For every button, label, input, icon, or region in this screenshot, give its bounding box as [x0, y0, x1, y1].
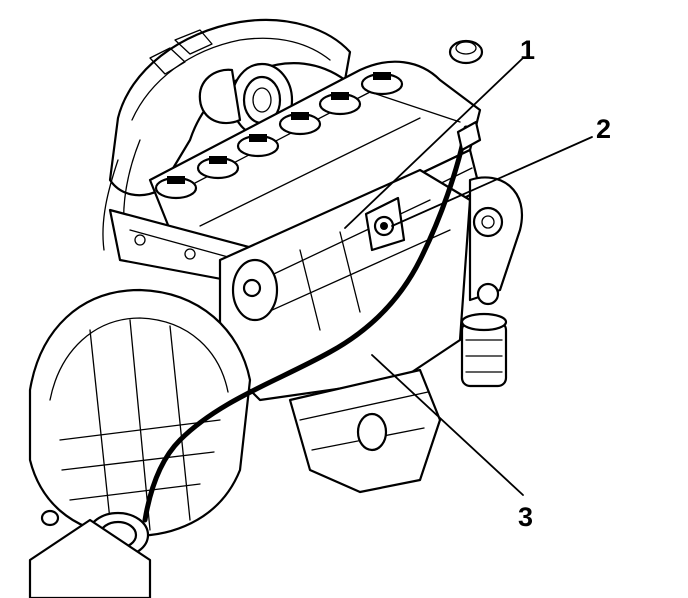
leader-line-3 [371, 354, 524, 496]
front-accessories [468, 176, 523, 306]
tube-bracket-bolt [364, 196, 406, 252]
ignition-coils [154, 72, 404, 200]
engine-block [218, 168, 472, 402]
callout-number-3: 3 [518, 502, 534, 532]
leader-line-2 [391, 136, 593, 227]
oil-pan [288, 368, 442, 494]
callout-number-1: 1 [520, 35, 536, 65]
leader-lines [344, 57, 593, 496]
cooler-fitting [28, 509, 152, 598]
oil-level-indicator-tube [142, 120, 482, 523]
callout-number-2: 2 [596, 114, 612, 144]
throttle-body [198, 62, 294, 138]
intake-manifold [102, 18, 352, 251]
oil-filler-cap [448, 39, 484, 65]
transmission-bellhousing [28, 288, 252, 537]
leader-line-1 [344, 57, 524, 229]
oil-filter [460, 312, 508, 388]
